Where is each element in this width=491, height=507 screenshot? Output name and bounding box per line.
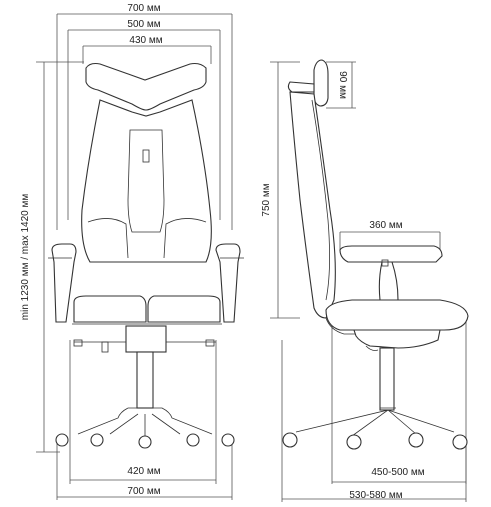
- label-headrest-width: 430 мм: [129, 35, 162, 46]
- front-seat-right: [147, 295, 221, 323]
- front-right-armrest: [215, 243, 241, 323]
- label-base-width: 700 мм: [127, 486, 160, 497]
- side-headrest: [313, 59, 329, 107]
- label-overall-width-top: 700 мм: [127, 3, 160, 14]
- front-backrest: [81, 99, 212, 263]
- label-armrest-depth: 360 мм: [369, 220, 402, 231]
- label-seat-depth: 450-500 мм: [371, 467, 424, 478]
- side-star-base: [295, 407, 455, 437]
- front-casters: [55, 433, 235, 449]
- side-dimension-lines: [270, 61, 467, 502]
- front-star-base: [77, 407, 213, 436]
- side-seat: [325, 299, 469, 331]
- label-overall-depth: 530-580 мм: [349, 490, 402, 501]
- dimension-labels: 700 мм 500 мм 430 мм min 1230 мм / max 1…: [20, 3, 425, 501]
- label-headrest-height: 90 мм: [337, 71, 348, 99]
- front-seat-left: [73, 295, 147, 323]
- side-armrest-pad: [339, 245, 443, 263]
- label-back-width: 500 мм: [127, 19, 160, 30]
- label-total-height: min 1230 мм / max 1420 мм: [20, 194, 31, 321]
- side-view-chair: [282, 59, 469, 450]
- side-backrest: [289, 91, 336, 319]
- front-headrest: [85, 62, 207, 111]
- label-back-height: 750 мм: [261, 183, 272, 216]
- front-view-chair: [48, 62, 244, 449]
- side-casters: [282, 432, 468, 450]
- label-base-inner-width: 420 мм: [127, 466, 160, 477]
- front-left-armrest: [51, 243, 77, 323]
- front-dimension-lines: [36, 13, 233, 500]
